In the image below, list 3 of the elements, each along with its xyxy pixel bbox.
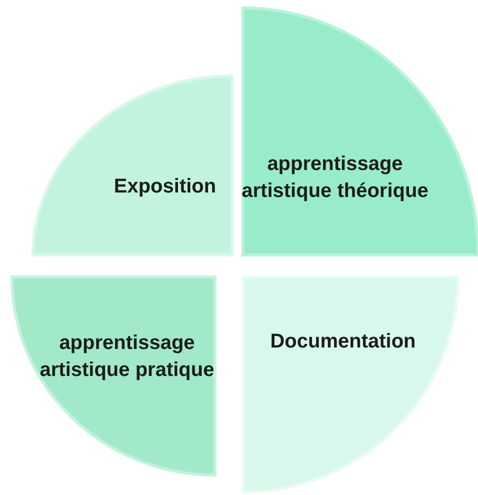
quadrant-label: apprentissage artistique théorique <box>240 152 430 204</box>
quadrant-label: apprentissage artistique pratique <box>38 331 216 383</box>
quadrant-label: Documentation <box>269 330 417 354</box>
